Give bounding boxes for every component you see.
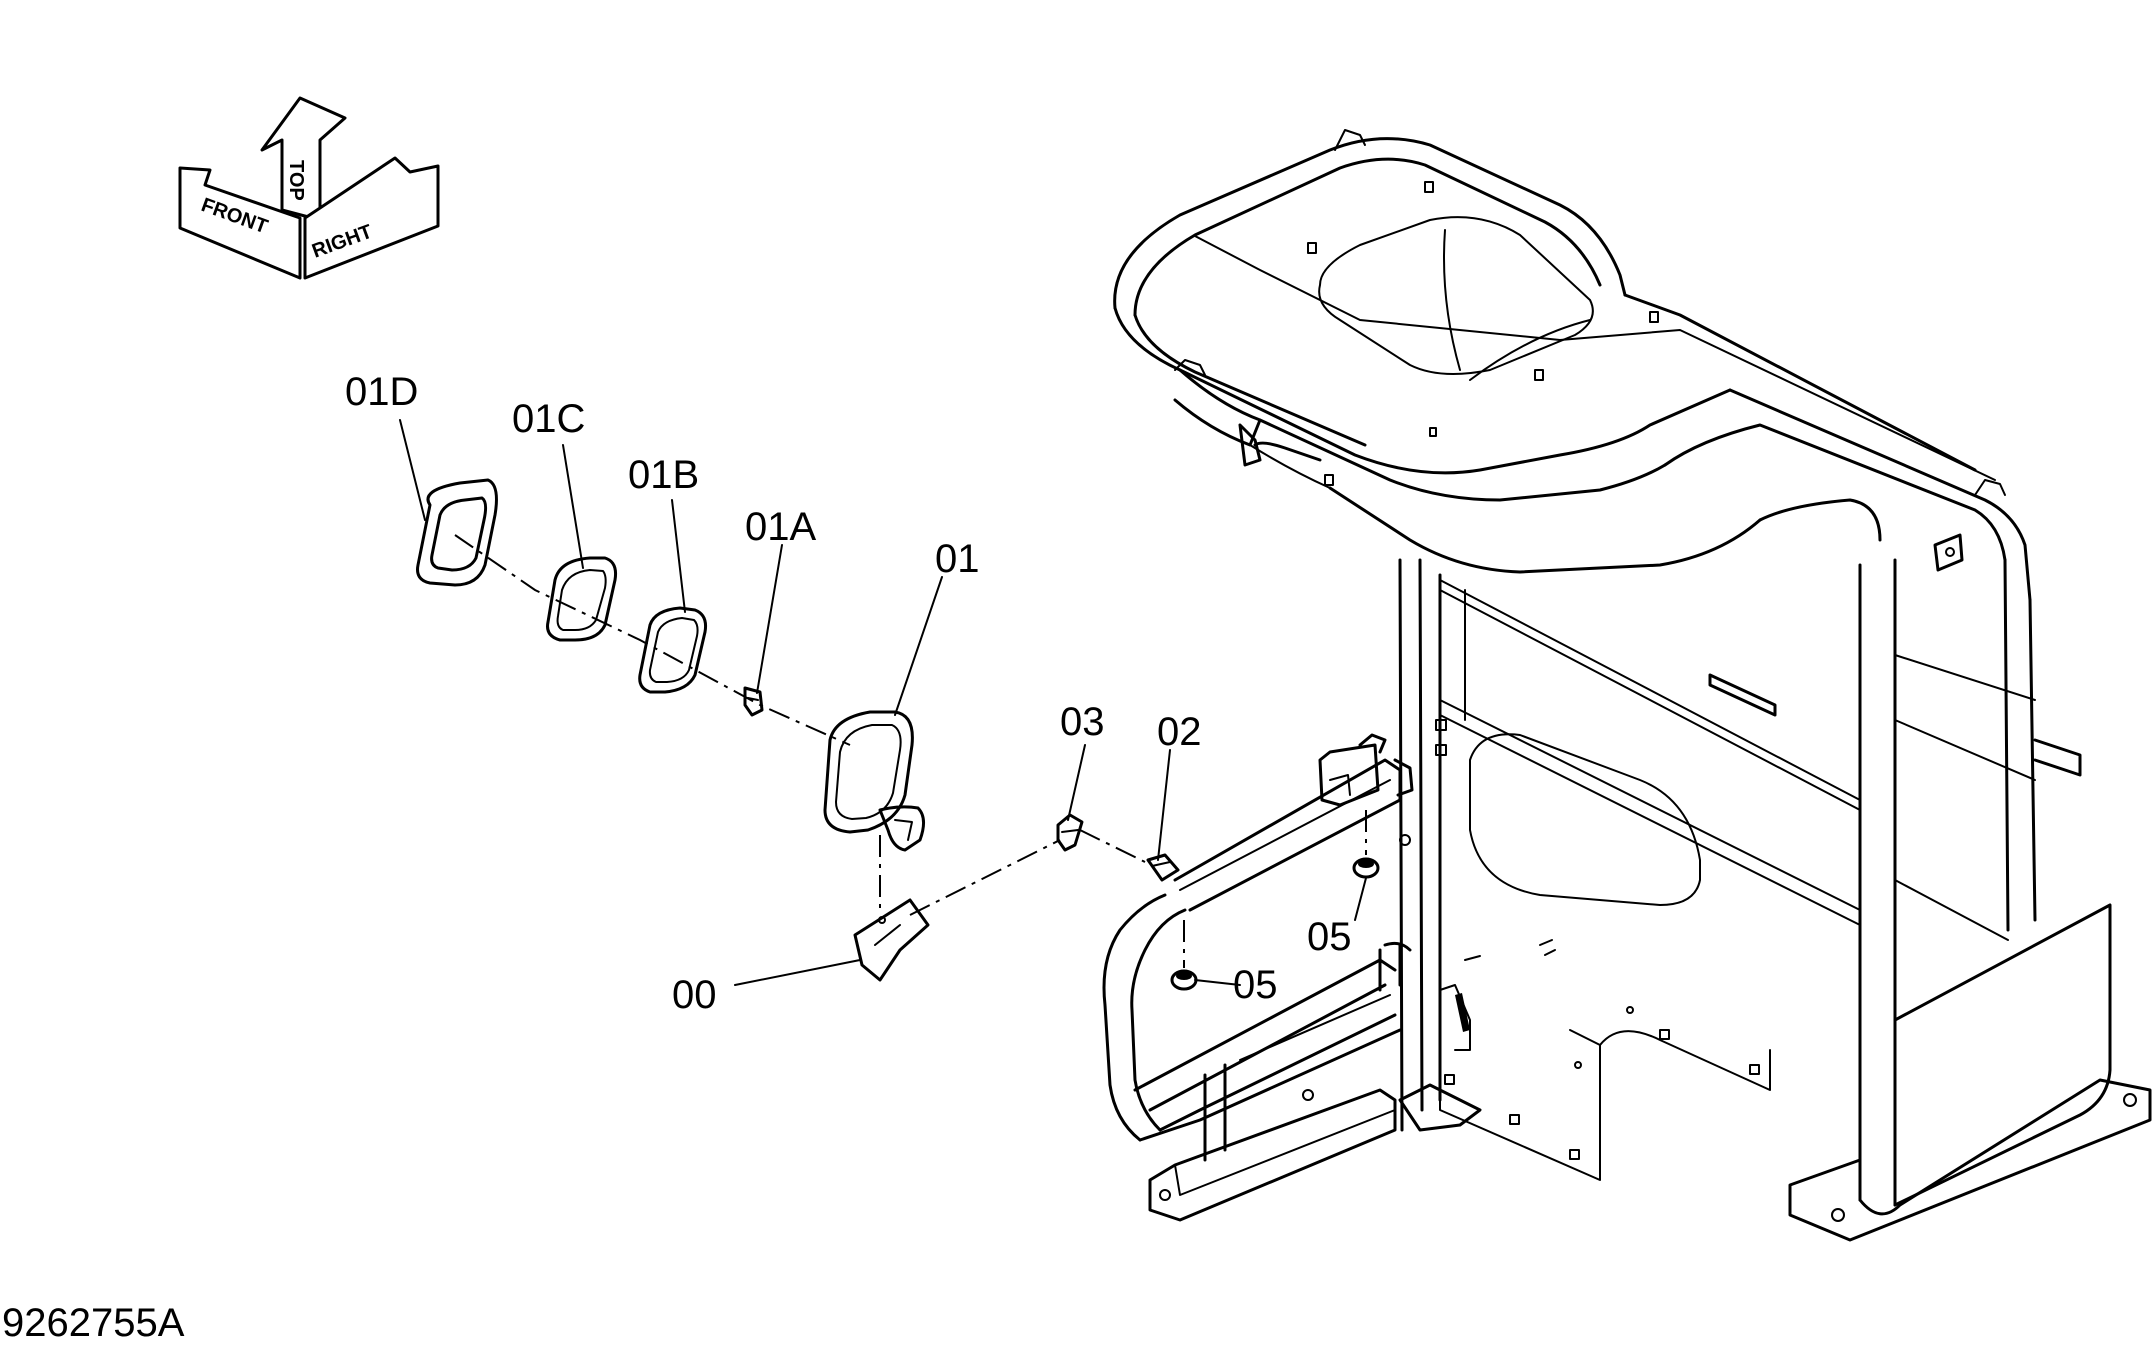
right-arrow xyxy=(303,156,440,280)
callout-01A: 01A xyxy=(745,505,816,549)
callout-00: 00 xyxy=(672,973,717,1017)
bracket-axis-line xyxy=(909,839,1061,916)
part-00-bracket xyxy=(853,898,930,982)
callout-03: 03 xyxy=(1060,700,1105,744)
callout-01: 01 xyxy=(935,537,980,581)
leader-01C xyxy=(562,444,584,569)
part-01-lamp-body xyxy=(823,710,925,852)
part-01B-gasket xyxy=(638,606,707,694)
callout-02: 02 xyxy=(1157,710,1202,754)
part-05-grommet-lower xyxy=(1170,920,1198,991)
part-01D-rim xyxy=(416,478,498,587)
lamp-axis-line xyxy=(454,534,851,746)
clip-axis-line xyxy=(1079,829,1146,863)
orientation-indicator: TOP FRONT RIGHT xyxy=(178,96,440,280)
leader-01B xyxy=(671,499,686,613)
drawing-number: 9262755A xyxy=(2,1301,185,1345)
leader-01 xyxy=(894,576,943,716)
leader-02 xyxy=(1157,749,1171,861)
top-arrow-label: TOP xyxy=(285,160,307,201)
callout-01B: 01B xyxy=(628,453,699,497)
leader-01A xyxy=(756,544,783,694)
leader-00 xyxy=(734,959,861,986)
callout-05-upper: 05 xyxy=(1307,915,1352,959)
part-02-grip xyxy=(1146,853,1180,882)
leader-01D xyxy=(399,419,426,521)
callout-01D: 01D xyxy=(345,370,418,414)
leader-lines xyxy=(399,419,1367,986)
part-03-clip xyxy=(1056,813,1084,852)
part-01C-bezel xyxy=(546,556,617,642)
part-01A-clip xyxy=(743,686,764,717)
leader-03 xyxy=(1067,744,1086,821)
leader-05-lower xyxy=(1194,979,1241,986)
front-arrow xyxy=(178,166,302,280)
leader-05-upper xyxy=(1354,877,1367,921)
cab-frame xyxy=(1102,129,2152,1242)
callout-05-lower: 05 xyxy=(1233,963,1278,1007)
callout-labels: 01D 01C 01B 01A 01 03 02 05 05 00 xyxy=(345,370,1352,1017)
part-05-grommet-upper xyxy=(1352,810,1380,879)
callout-01C: 01C xyxy=(512,397,585,441)
